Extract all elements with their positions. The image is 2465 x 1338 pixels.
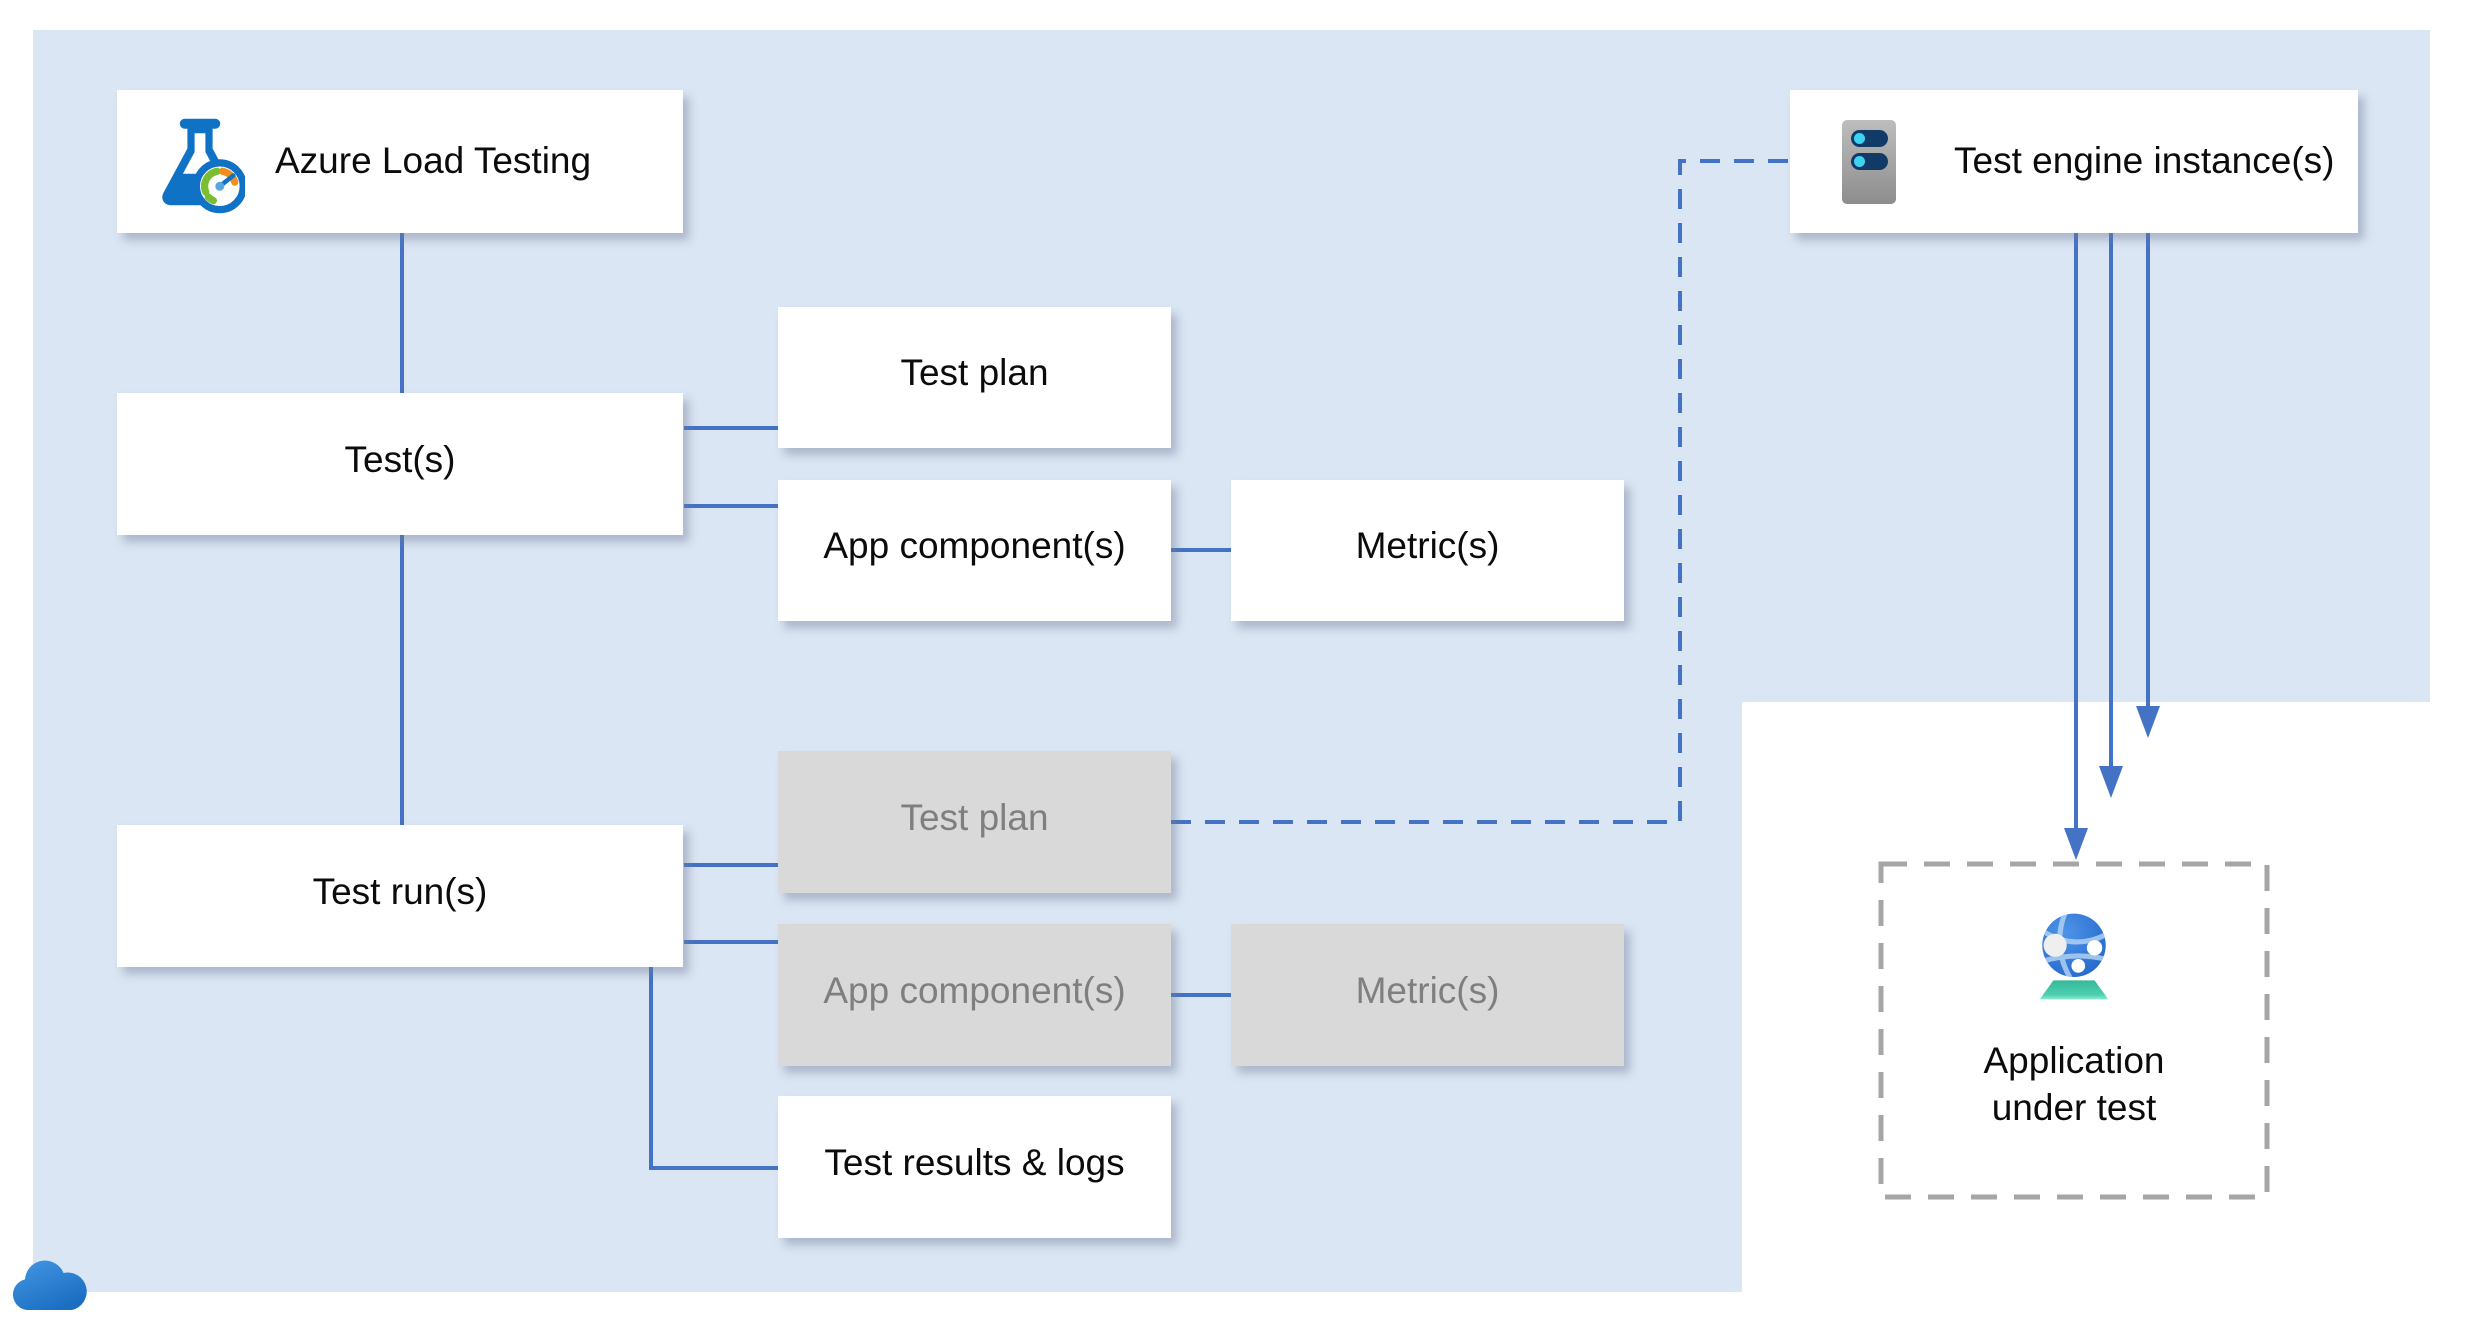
arrowhead-3 — [2136, 706, 2160, 738]
node-metrics: Metric(s) — [1231, 480, 1624, 621]
edge-testruns-to-testresults — [649, 967, 778, 1170]
external-white-region — [1742, 702, 2465, 1338]
arrowhead-2 — [2099, 766, 2123, 798]
node-label-azure-load-testing: Azure Load Testing — [275, 140, 592, 182]
node-test-results-logs: Test results & logs — [778, 1096, 1171, 1238]
node-run-metrics: Metric(s) — [1231, 924, 1624, 1066]
node-label-test-results-logs: Test results & logs — [824, 1141, 1125, 1183]
dashed-border — [1878, 861, 2270, 1200]
node-label-run-metrics: Metric(s) — [1355, 969, 1500, 1011]
load-testing-flask-gauge-icon — [162, 118, 245, 214]
node-label-metrics: Metric(s) — [1355, 525, 1500, 567]
node-azure-load-testing: Azure Load Testing — [117, 90, 683, 233]
node-run-test-plan: Test plan — [778, 751, 1171, 893]
edge-runtestplan-to-testengine-dashed — [1171, 159, 1790, 824]
server-icon — [1842, 119, 1896, 204]
node-tests: Test(s) — [117, 393, 683, 535]
arrowhead-1 — [2064, 828, 2088, 860]
node-run-app-components: App component(s) — [778, 924, 1171, 1066]
node-test-engine-instances: Test engine instance(s) — [1790, 90, 2358, 233]
node-label-app-components: App component(s) — [823, 525, 1126, 567]
node-label-test-runs: Test run(s) — [312, 870, 488, 912]
web-app-globe-icon — [2039, 913, 2109, 1000]
node-label-test-engine-instances: Test engine instance(s) — [1954, 140, 2335, 182]
node-test-plan: Test plan — [778, 307, 1171, 448]
node-application-under-test: Application under test — [1878, 861, 2270, 1200]
node-label-tests: Test(s) — [344, 438, 456, 480]
node-label-application-under-test: Application under test — [1983, 1040, 2165, 1129]
node-test-runs: Test run(s) — [117, 825, 683, 967]
node-label-run-app-components: App component(s) — [823, 969, 1126, 1011]
node-label-run-test-plan: Test plan — [900, 796, 1049, 838]
node-label-test-plan: Test plan — [900, 352, 1049, 394]
node-app-components: App component(s) — [778, 480, 1171, 621]
azure-cloud-icon — [12, 1260, 87, 1310]
